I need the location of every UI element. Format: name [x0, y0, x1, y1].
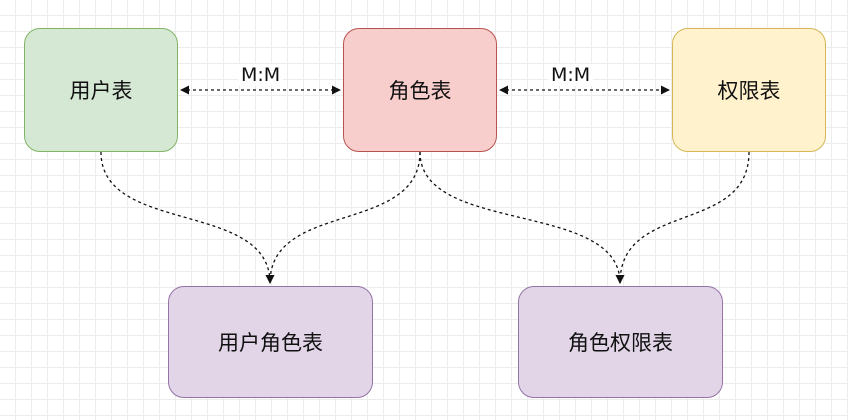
node-label: 角色权限表: [568, 331, 673, 355]
edge-permission-to-role-permission: [615, 151, 750, 284]
edge-role-to-user-role: [265, 151, 421, 284]
edge-user-to-user-role: [100, 151, 275, 284]
edge-role-to-role-permission: [419, 151, 625, 284]
node-user-role-table[interactable]: 用户角色表: [168, 286, 373, 398]
node-label: 权限表: [717, 79, 781, 103]
node-label: 用户表: [69, 79, 133, 103]
node-label: 用户角色表: [218, 331, 323, 355]
relation-label-role-permission: M:M: [548, 64, 594, 86]
node-role-table[interactable]: 角色表: [343, 28, 497, 152]
relation-label-user-role: M:M: [238, 64, 284, 86]
node-role-permission-table[interactable]: 角色权限表: [518, 286, 723, 398]
node-permission-table[interactable]: 权限表: [672, 28, 826, 152]
node-user-table[interactable]: 用户表: [24, 28, 178, 152]
node-label: 角色表: [388, 79, 452, 103]
